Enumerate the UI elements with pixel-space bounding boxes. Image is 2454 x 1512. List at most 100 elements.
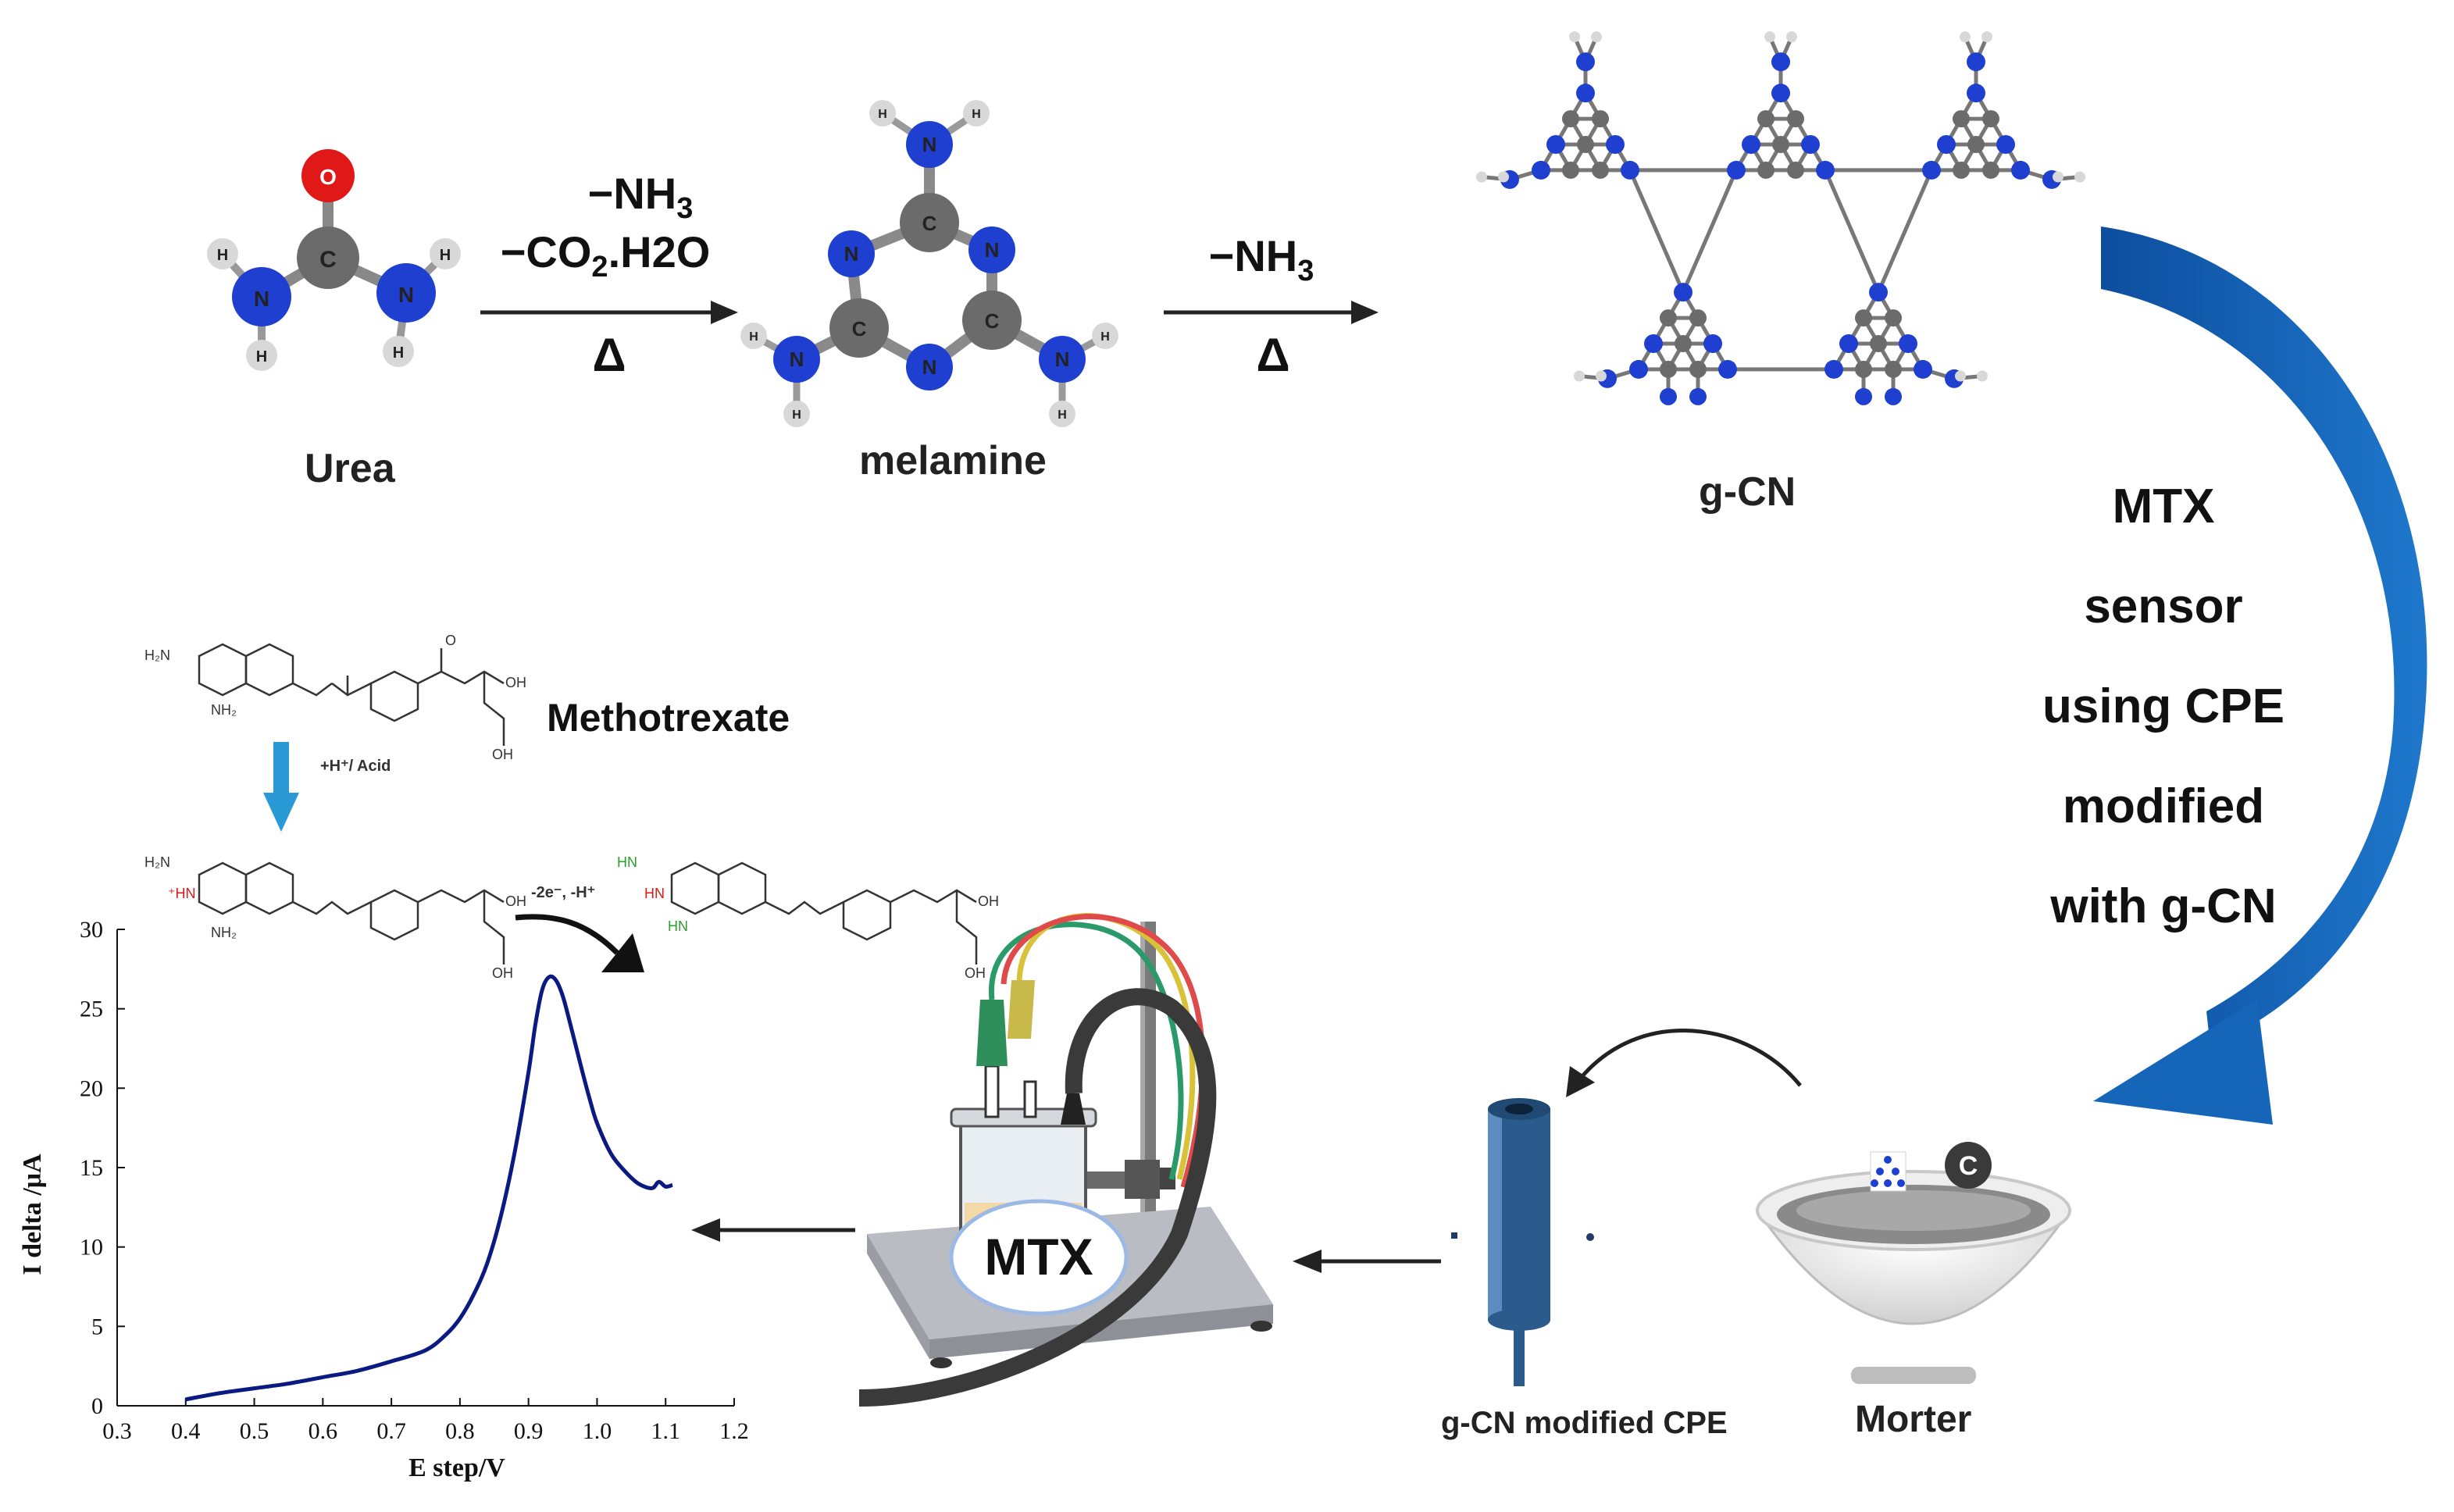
- hydrogen-atom: [1569, 31, 1580, 43]
- nitrogen-atom: [1937, 135, 1956, 154]
- gcn-label: g-CN: [1699, 469, 1796, 515]
- hydrogen-atom: [1596, 370, 1607, 382]
- nitrogen-atom: [1816, 160, 1835, 180]
- nitrogen-atom: [1606, 135, 1625, 154]
- gcn-fragment-icon: [1870, 1151, 1906, 1192]
- svg-text:HN: HN: [644, 886, 665, 901]
- svg-text:OH: OH: [505, 893, 526, 909]
- carbon-atom: [1885, 360, 1902, 378]
- carbon-atom: [1562, 110, 1579, 128]
- carbon-ball-icon: [1945, 1142, 1992, 1189]
- svg-text:H: H: [878, 108, 887, 121]
- nitrogen-atom: [1801, 135, 1820, 154]
- hydrogen-atom: [1981, 31, 1992, 43]
- carbon-atom: [1870, 335, 1887, 352]
- carbon-atom: [1592, 161, 1609, 179]
- svg-text:H: H: [1058, 408, 1067, 422]
- carbon-atom: [1660, 360, 1677, 378]
- sensor-text-line: modified: [2062, 779, 2265, 833]
- arrow-urea-to-melamine: [480, 301, 738, 324]
- nitrogen-atom: [2011, 160, 2030, 180]
- melamine-molecule: C C C N N N N N N H H H H H H: [740, 100, 1118, 427]
- carbon-atom: [1855, 360, 1872, 378]
- x-tick-label: 1.1: [651, 1418, 680, 1444]
- hydrogen-atom: [1476, 171, 1487, 183]
- arrow-cell-to-chart: [691, 1218, 855, 1242]
- nitrogen-atom: [1771, 84, 1790, 103]
- svg-text:H: H: [393, 344, 404, 362]
- melamine-label: melamine: [859, 438, 1047, 483]
- nitrogen-atom: [1914, 359, 1932, 379]
- electrochemical-cell-setup: MTX: [858, 913, 1273, 1407]
- x-tick-label: 0.8: [445, 1418, 475, 1444]
- svg-text:H: H: [1100, 330, 1110, 344]
- urea-molecule: O C N N H H H H: [207, 149, 461, 371]
- morter-label: Morter: [1855, 1399, 1972, 1440]
- protonation-down-arrow: [263, 742, 299, 832]
- carbon-atom: [1592, 110, 1609, 128]
- nitrogen-atom: [1621, 160, 1639, 180]
- sensor-description: MTX sensor using CPE modified with g-CN: [1999, 457, 2327, 957]
- mtx-badge-text: MTX: [984, 1228, 1093, 1286]
- carbon-atom: [1757, 161, 1775, 179]
- nitrogen-atom: [376, 263, 436, 323]
- hydrogen-atom: [1574, 370, 1585, 382]
- nitrogen-atom: [1869, 283, 1888, 302]
- nitrogen-atom: [1718, 359, 1737, 379]
- y-tick-label: 25: [80, 997, 103, 1022]
- carbon-atom: [1855, 309, 1872, 327]
- nitrogen-atom: [1824, 359, 1843, 379]
- step1-condition-line2: −CO2.H2O: [500, 227, 711, 284]
- nitrogen-atom: [1742, 135, 1760, 154]
- carbon-atom: [1757, 110, 1775, 128]
- modified-cpe-electrode: [1451, 1098, 1594, 1386]
- nitrogen-atom: [1922, 160, 1941, 180]
- arrow-morter-to-electrode: [1566, 1029, 1802, 1097]
- sensor-text-line: using CPE: [2042, 679, 2285, 733]
- carbon-atom: [1885, 309, 1902, 327]
- svg-text:N: N: [398, 283, 414, 307]
- svg-text:NH₂: NH₂: [211, 925, 237, 940]
- dpv-curve-series: [185, 974, 673, 1402]
- step1-condition-line1: −NH3: [587, 169, 694, 226]
- svg-text:H: H: [217, 247, 228, 264]
- x-tick-label: 0.5: [240, 1418, 269, 1444]
- hydrogen-atom: [2053, 171, 2063, 183]
- step1-heat: Δ: [592, 329, 626, 381]
- nitrogen-atom: [1899, 334, 1917, 353]
- hydrogen-atom: [1955, 370, 1966, 382]
- x-tick-label: 0.3: [102, 1418, 132, 1444]
- carbon-atom: [1787, 161, 1804, 179]
- carbon-atom: [1689, 309, 1707, 327]
- gcn-network: [1476, 31, 2085, 405]
- svg-text:OH: OH: [978, 893, 999, 909]
- nitrogen-atom: [1689, 387, 1707, 405]
- y-tick-label: 20: [80, 1075, 103, 1101]
- hydrogen-atom: [1764, 31, 1775, 43]
- carbon-atom: [1967, 136, 1985, 153]
- svg-text:C: C: [852, 317, 867, 341]
- nitrogen-atom: [1532, 160, 1550, 180]
- nitrogen-atom: [1967, 84, 1985, 103]
- sensor-text-line: with g-CN: [2050, 879, 2277, 933]
- svg-text:HN: HN: [668, 918, 688, 934]
- svg-text:C: C: [985, 309, 1000, 333]
- x-tick-label: 0.6: [309, 1418, 338, 1444]
- svg-text:H₂N: H₂N: [144, 854, 170, 870]
- x-tick-label: 1.2: [719, 1418, 749, 1444]
- hydrogen-atom: [1960, 31, 1971, 43]
- nitrogen-atom: [1576, 84, 1595, 103]
- oxidation-label: -2e⁻, -H⁺: [531, 884, 596, 901]
- x-tick-label: 1.0: [583, 1418, 612, 1444]
- hydrogen-atom: [1591, 31, 1602, 43]
- nitrogen-atom: [1546, 135, 1565, 154]
- svg-text:H: H: [792, 408, 801, 422]
- y-tick-label: 5: [91, 1314, 103, 1339]
- svg-text:H₂N: H₂N: [144, 647, 170, 663]
- carbon-atom: [1562, 161, 1579, 179]
- svg-text:H: H: [256, 348, 267, 366]
- svg-text:C: C: [922, 212, 937, 235]
- arrow-melamine-to-gcn: [1164, 301, 1379, 324]
- protonation-label: +H⁺/ Acid: [320, 758, 391, 775]
